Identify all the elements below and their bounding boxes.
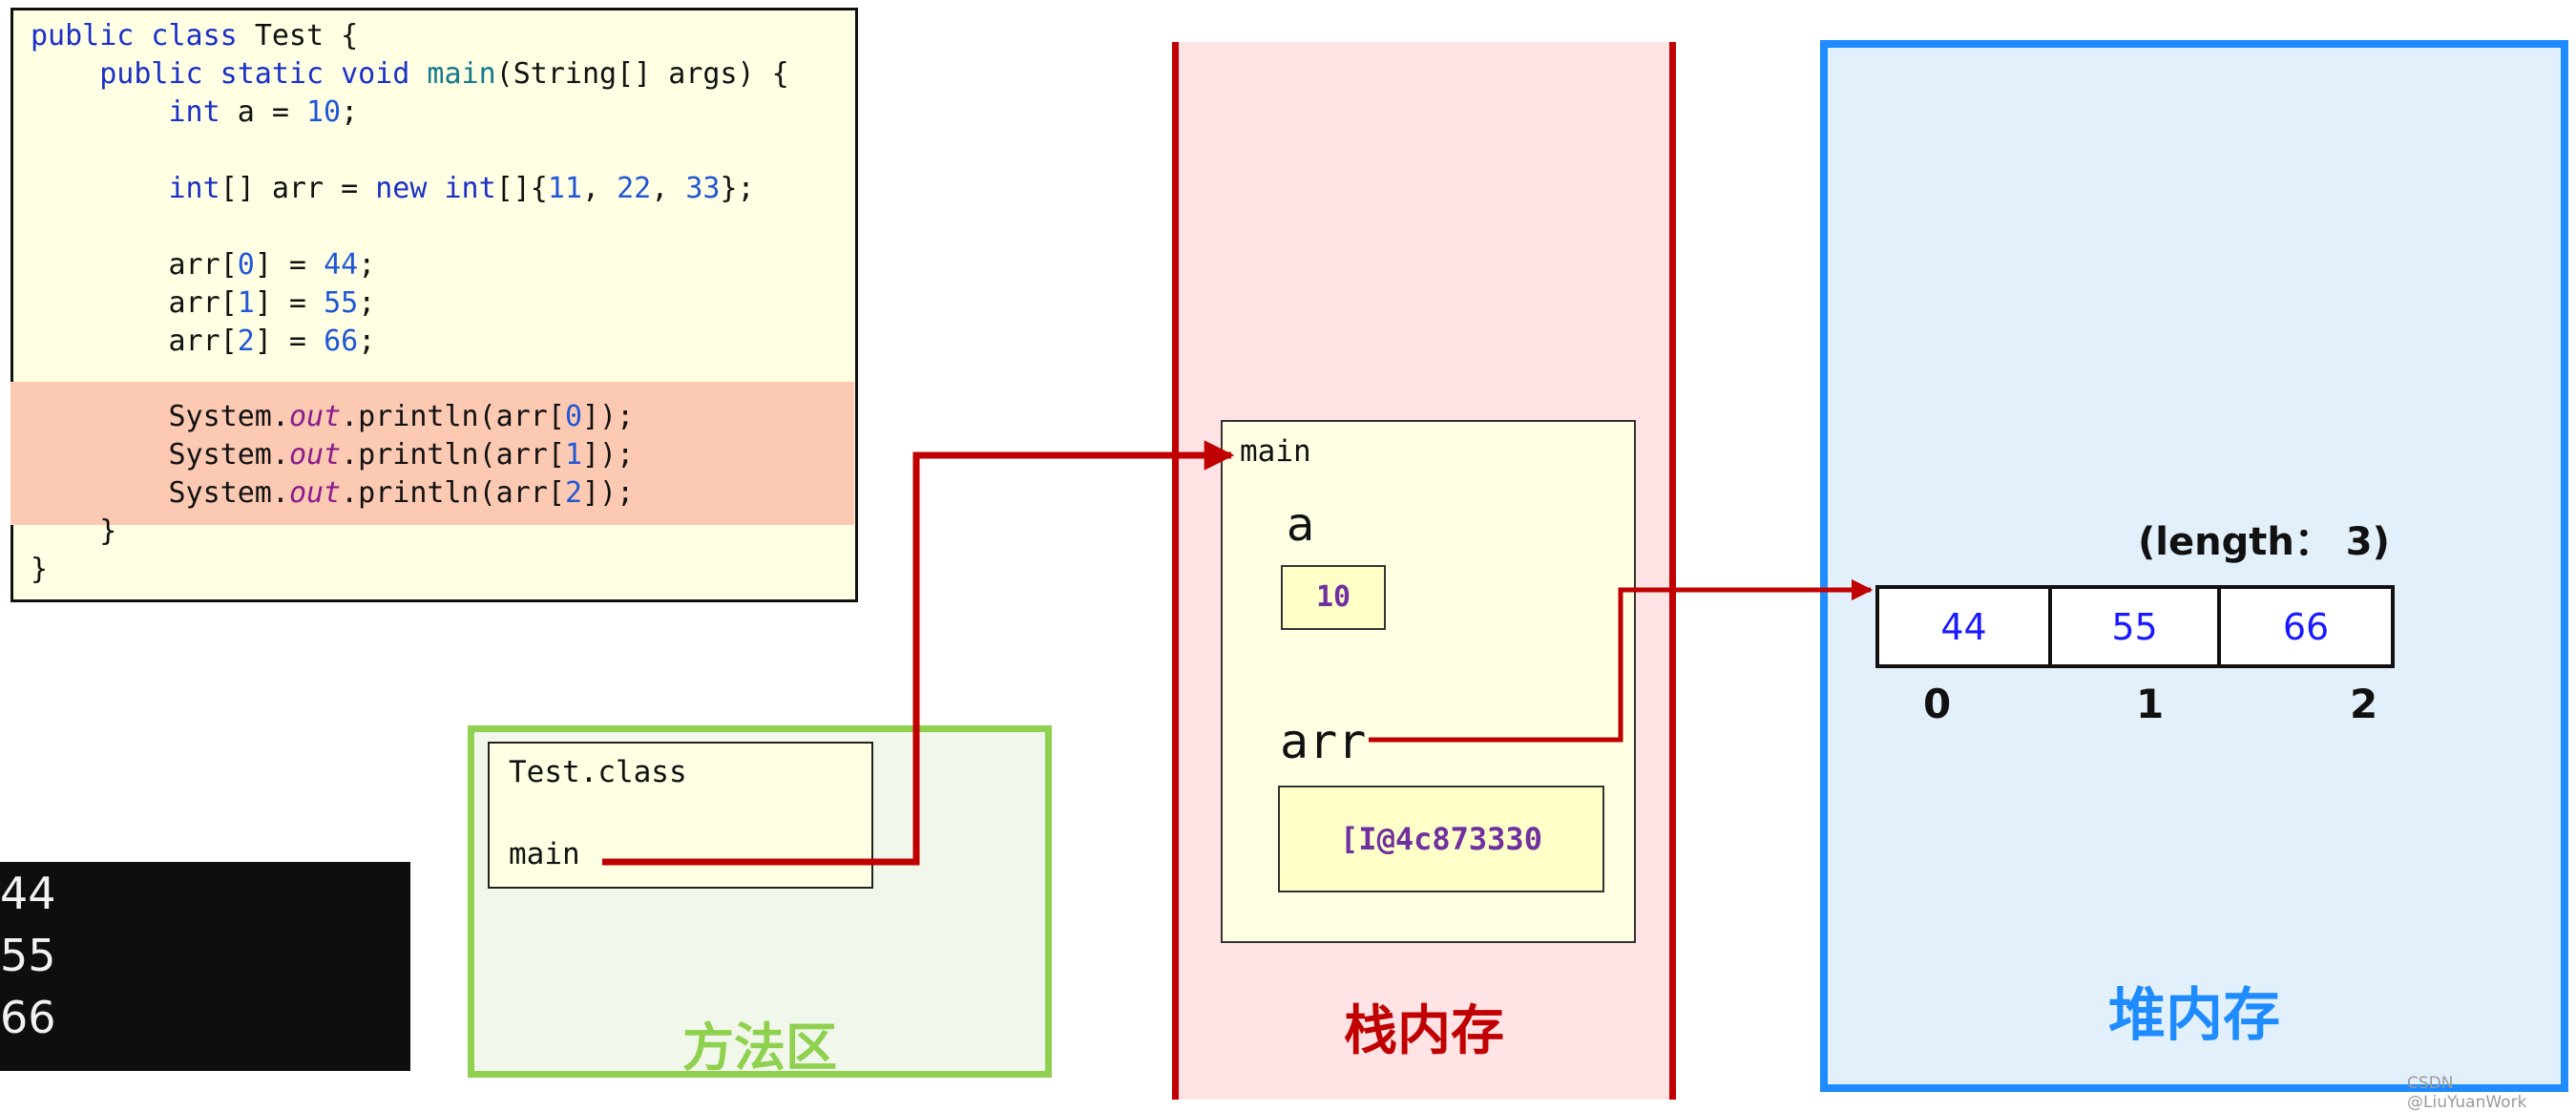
method-area-label: 方法区 bbox=[682, 1018, 837, 1078]
code-line: System.out.println(arr[1]); bbox=[31, 436, 635, 474]
code-token: main bbox=[427, 57, 496, 91]
var-a-label: a bbox=[1287, 498, 1315, 552]
code-token: ; bbox=[358, 286, 376, 320]
code-token: ; bbox=[358, 248, 376, 282]
code-highlight bbox=[10, 382, 854, 525]
code-token: ; bbox=[358, 325, 376, 358]
code-line: System.out.println(arr[2]); bbox=[31, 474, 635, 513]
code-token: arr[ bbox=[168, 286, 238, 320]
code-token: 22 bbox=[617, 172, 652, 205]
var-arr-value-box bbox=[1278, 786, 1604, 892]
code-token: , bbox=[651, 172, 686, 205]
code-token: ] = bbox=[254, 286, 325, 320]
code-token: Test { bbox=[254, 19, 359, 52]
code-token: []{ bbox=[495, 172, 548, 205]
code-token: ; bbox=[341, 95, 359, 129]
code-token: System. bbox=[168, 438, 289, 472]
code-token: 44 bbox=[324, 248, 359, 282]
code-line: } bbox=[31, 551, 48, 589]
code-token: 1 bbox=[564, 438, 582, 472]
array-cell: 44 bbox=[1875, 585, 2052, 668]
code-line: arr[2] = 66; bbox=[31, 323, 376, 361]
code-token: 2 bbox=[237, 325, 255, 358]
code-token: .println(arr[ bbox=[341, 476, 565, 510]
code-line: public static void main(String[] args) { bbox=[31, 55, 789, 94]
code-token: 55 bbox=[324, 286, 359, 320]
var-a-value-box bbox=[1281, 565, 1386, 630]
code-token: new int bbox=[375, 172, 496, 205]
frame-name: main bbox=[1240, 434, 1311, 469]
code-token: ]); bbox=[582, 438, 635, 472]
length-label: (length： 3) bbox=[2138, 520, 2390, 564]
code-line: System.out.println(arr[0]); bbox=[31, 398, 635, 436]
array-cell: 55 bbox=[2048, 585, 2221, 668]
class-name: Test.class bbox=[509, 755, 687, 789]
code-token: int bbox=[168, 172, 220, 205]
code-token: 2 bbox=[564, 476, 582, 510]
code-token: public class bbox=[31, 19, 255, 52]
code-line: arr[0] = 44; bbox=[31, 246, 376, 284]
code-token: 1 bbox=[237, 286, 255, 320]
code-token: .println(arr[ bbox=[341, 400, 565, 433]
code-line: arr[1] = 55; bbox=[31, 284, 376, 323]
code-token: (String[] args) { bbox=[495, 57, 789, 91]
code-token: arr[ bbox=[168, 325, 238, 358]
code-token: ]); bbox=[582, 476, 635, 510]
code-line: int[] arr = new int[]{11, 22, 33}; bbox=[31, 170, 755, 208]
var-arr-value: [I@4c873330 bbox=[1340, 821, 1542, 857]
heap-memory bbox=[1820, 40, 2568, 1092]
code-token: out bbox=[288, 438, 342, 472]
code-token: public static void bbox=[99, 57, 428, 91]
code-token: } bbox=[99, 514, 117, 548]
code-line: public class Test { bbox=[31, 17, 358, 55]
code-line: } bbox=[31, 513, 116, 551]
code-token: ] = bbox=[254, 248, 325, 282]
code-token: ]); bbox=[582, 400, 635, 433]
code-token: } bbox=[31, 553, 49, 586]
method-to-frame-arrow bbox=[602, 440, 1235, 866]
code-token: }; bbox=[720, 172, 755, 205]
array-index: 1 bbox=[2136, 681, 2165, 727]
console-line: 55 bbox=[0, 930, 56, 981]
code-token: a = bbox=[237, 95, 306, 129]
code-token: ] = bbox=[254, 325, 325, 358]
var-arr-label: arr bbox=[1280, 714, 1367, 769]
array-cell: 66 bbox=[2217, 585, 2395, 668]
code-token: 66 bbox=[324, 325, 359, 358]
code-token: int bbox=[168, 95, 238, 129]
code-token: out bbox=[288, 476, 342, 510]
code-token: arr[ bbox=[168, 248, 238, 282]
console-line: 66 bbox=[0, 992, 56, 1043]
stack-label: 栈内存 bbox=[1344, 1000, 1504, 1062]
code-token: 11 bbox=[547, 172, 582, 205]
code-token: 33 bbox=[685, 172, 721, 205]
code-token: 10 bbox=[306, 95, 342, 129]
console-line: 44 bbox=[0, 868, 56, 919]
code-token: 0 bbox=[564, 400, 582, 433]
code-token: , bbox=[582, 172, 618, 205]
array-index: 0 bbox=[1923, 681, 1952, 727]
code-token: System. bbox=[168, 400, 289, 433]
code-token: System. bbox=[168, 476, 289, 510]
code-token: [] arr = bbox=[220, 172, 376, 205]
console-output: 44 55 66 bbox=[0, 862, 410, 1071]
method-name: main bbox=[509, 837, 580, 871]
code-token: out bbox=[288, 400, 342, 433]
code-line: int a = 10; bbox=[31, 94, 359, 132]
array-index: 2 bbox=[2350, 681, 2378, 727]
arr-to-heap-arrow bbox=[1369, 578, 1874, 743]
code-token: .println(arr[ bbox=[341, 438, 565, 472]
heap-label: 堆内存 bbox=[2108, 982, 2280, 1049]
var-a-value: 10 bbox=[1315, 580, 1351, 614]
code-token: 0 bbox=[237, 248, 255, 282]
